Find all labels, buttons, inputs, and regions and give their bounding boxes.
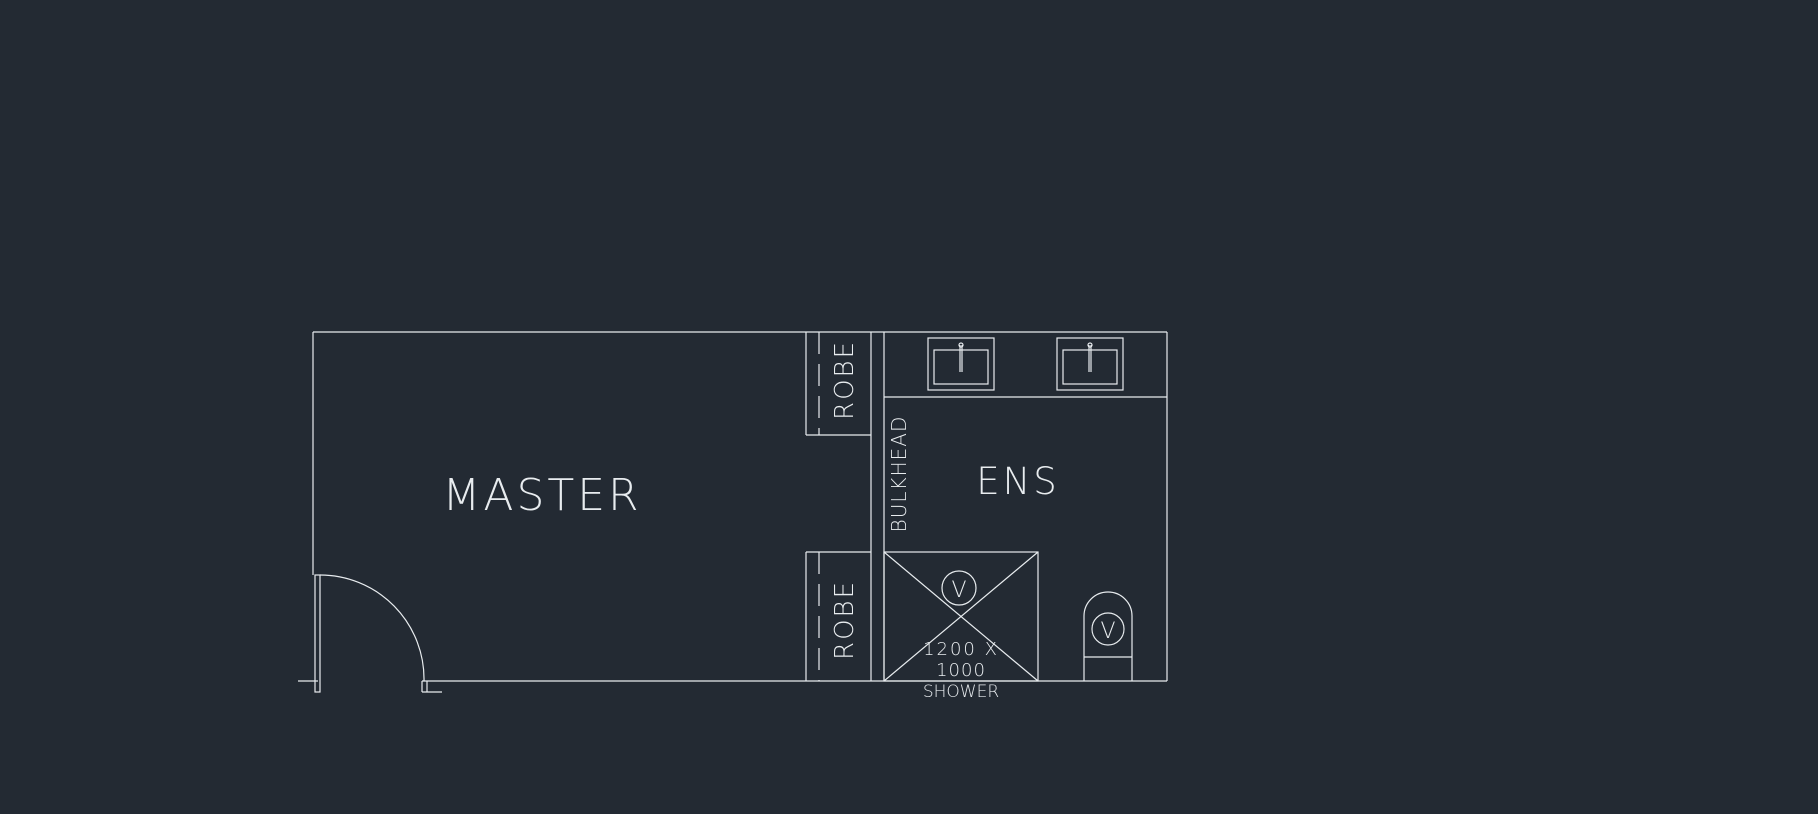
shower-size-line2: 1000 xyxy=(936,660,986,681)
room-label-ens: ENS xyxy=(976,460,1060,503)
robe-top xyxy=(805,332,871,436)
robe-bottom-label: ROBE xyxy=(830,580,860,660)
shower-valve-label: V xyxy=(951,578,966,603)
room-label-master: MASTER xyxy=(442,470,641,521)
exterior-walls xyxy=(298,331,1168,682)
shower-valve-symbol xyxy=(941,570,977,606)
shower-size-line1: 1200 X xyxy=(923,639,999,660)
basin-right xyxy=(1056,337,1124,391)
robe-bottom xyxy=(805,551,871,681)
toilet-valve-symbol xyxy=(1091,612,1125,646)
shower-label: SHOWER xyxy=(923,682,999,702)
bulkhead-wall xyxy=(870,332,885,681)
bulkhead-label: BULKHEAD xyxy=(887,416,911,533)
shower xyxy=(883,551,1039,682)
toilet xyxy=(1083,591,1133,681)
basin-left xyxy=(927,337,995,391)
door xyxy=(314,574,442,693)
robe-top-label: ROBE xyxy=(830,340,860,420)
toilet-valve-label: V xyxy=(1100,619,1115,644)
